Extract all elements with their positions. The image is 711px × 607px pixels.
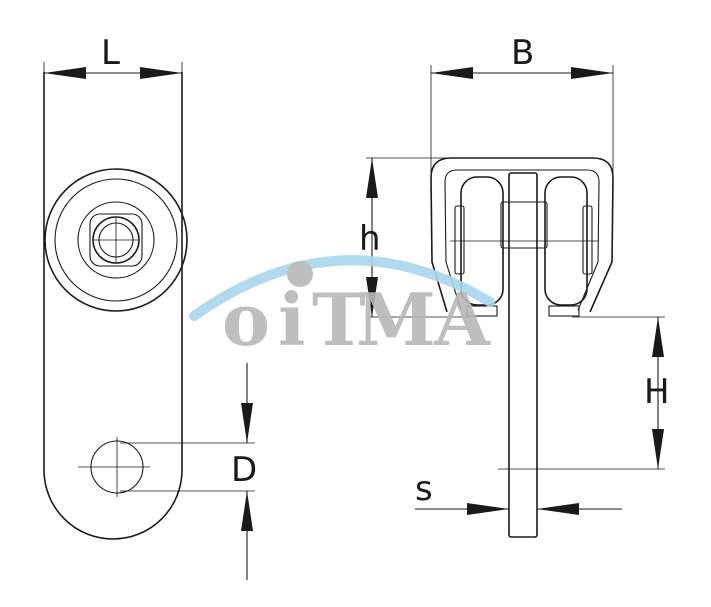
watermark-letter-m: M xyxy=(356,277,436,362)
side-view xyxy=(43,62,255,580)
base-tab-right xyxy=(548,305,580,317)
label-d: D xyxy=(231,450,257,490)
center-plate xyxy=(508,172,538,538)
housing-inner xyxy=(444,169,600,311)
d-arrow-top xyxy=(241,403,253,443)
l-arrow-right xyxy=(140,67,182,79)
h-arrow-top xyxy=(366,158,378,198)
s-arrow-left xyxy=(467,503,509,515)
label-s: s xyxy=(415,469,433,509)
b-arrow-right xyxy=(571,67,613,79)
wheel-hub-circle xyxy=(77,201,155,279)
h-arrow-bottom xyxy=(366,277,378,317)
s-arrow-right xyxy=(537,503,579,515)
d-arrow-bottom xyxy=(241,491,253,531)
side-plate-outline xyxy=(43,72,183,540)
front-view xyxy=(366,65,665,538)
label-h-small: h xyxy=(359,219,381,259)
cap-h-arrow-top xyxy=(652,317,664,357)
base-tab-left xyxy=(466,305,498,317)
watermark-letter-a: A xyxy=(433,277,491,362)
axle-nut-square xyxy=(89,213,143,267)
label-l: L xyxy=(101,33,120,73)
left-wheel-hub xyxy=(454,205,465,275)
watermark-logo: o i T M A xyxy=(189,255,495,362)
housing-outer xyxy=(430,157,614,313)
label-h-large: H xyxy=(644,372,670,412)
watermark-letter-o: o xyxy=(222,277,270,362)
watermark-letter-t: T xyxy=(312,277,366,362)
watermark-letter-i: i xyxy=(278,277,305,362)
axle-ring-circle xyxy=(92,216,140,264)
wheel-ring-circle xyxy=(54,178,178,302)
axle-block xyxy=(500,201,548,249)
wheel-outer-circle xyxy=(44,168,188,312)
label-b: B xyxy=(511,33,534,73)
right-wheel-hub xyxy=(582,205,593,275)
cap-h-arrow-bottom xyxy=(652,429,664,469)
l-arrow-left xyxy=(44,67,86,79)
watermark-arc xyxy=(189,255,495,321)
watermark-dot xyxy=(287,261,313,287)
b-arrow-left xyxy=(431,67,473,79)
